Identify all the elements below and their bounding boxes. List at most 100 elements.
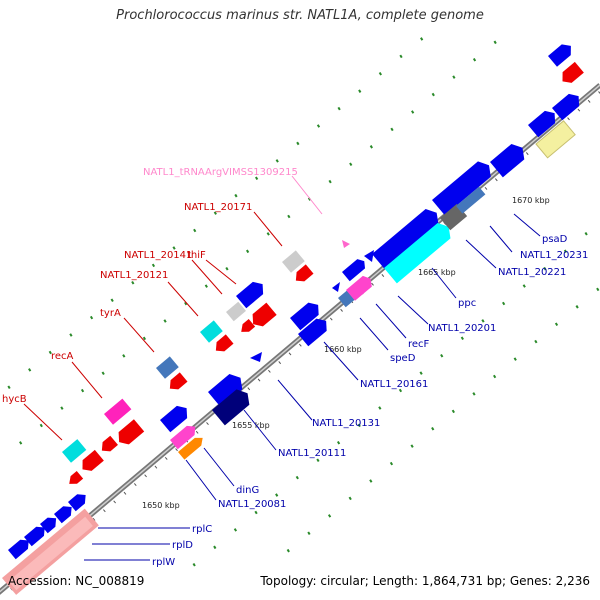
- feature-hycB[interactable]: [62, 439, 104, 488]
- guide-dot: [254, 176, 259, 181]
- backbone-tick: [381, 274, 385, 277]
- guide-dot: [225, 266, 229, 271]
- feature-rplW[interactable]: [2, 508, 99, 595]
- guide-dot: [275, 493, 279, 497]
- guide-dot: [316, 458, 320, 462]
- label-n20131: NATL1_20131: [312, 418, 380, 429]
- guide-dot: [389, 461, 394, 466]
- guide-dot: [296, 141, 300, 146]
- kbp-label-1665: 1665 kbp: [418, 268, 456, 277]
- guide-dot: [378, 72, 382, 76]
- feature-n20161[interactable]: [290, 299, 331, 347]
- feature-n20221[interactable]: [432, 158, 495, 231]
- guide-dot: [410, 444, 414, 448]
- backbone-tick: [144, 474, 147, 478]
- guide-dot: [275, 159, 279, 163]
- guide-dot: [575, 305, 579, 309]
- feature-n20171[interactable]: [282, 250, 314, 285]
- guide-dot: [7, 385, 11, 390]
- guide-dot: [172, 246, 176, 250]
- label-rplD: rplD: [172, 540, 193, 551]
- guide-dot: [451, 409, 455, 414]
- label-n20111: NATL1_20111: [278, 448, 346, 459]
- guide-dot: [337, 106, 341, 111]
- label-tyrA: tyrA: [100, 308, 121, 319]
- feature-n20141[interactable]: [226, 301, 256, 336]
- guide-dot: [122, 354, 126, 358]
- guide-dot: [328, 179, 332, 184]
- guide-dot: [563, 249, 568, 253]
- guide-dot: [431, 426, 435, 431]
- guide-dot: [316, 124, 321, 128]
- guide-dot: [543, 266, 547, 271]
- guide-dot: [534, 339, 538, 344]
- guide-dot: [554, 322, 559, 327]
- backbone-tick: [154, 465, 158, 469]
- backbone-tick: [206, 422, 209, 426]
- label-hycB: hycB: [2, 394, 27, 405]
- guide-dot: [101, 371, 105, 376]
- guide-dot: [151, 263, 156, 268]
- guide-dot: [295, 475, 299, 480]
- feature-top-right[interactable]: [548, 41, 584, 87]
- guide-dot: [472, 57, 477, 62]
- guide-dot: [411, 110, 415, 114]
- backbone-tick: [587, 99, 591, 103]
- map-title: Prochlorococcus marinus str. NATL1A, com…: [116, 8, 484, 23]
- label-ppc: ppc: [458, 298, 476, 309]
- label-recA: recA: [51, 351, 74, 362]
- guide-dot: [493, 40, 497, 45]
- feature-n20131[interactable]: [250, 352, 262, 362]
- guide-dot: [48, 350, 52, 355]
- backbone-tick: [340, 308, 343, 312]
- feature-thiF[interactable]: [236, 278, 277, 330]
- backbone-tick: [484, 186, 488, 190]
- feature-n20121[interactable]: [200, 320, 234, 355]
- backbone-tick: [113, 500, 117, 504]
- feature-psaD[interactable]: [490, 90, 584, 178]
- guide-dot: [192, 562, 196, 567]
- backbone-tick: [577, 108, 581, 112]
- backbone-tick: [278, 361, 282, 365]
- feature-recA[interactable]: [98, 398, 145, 456]
- forward-strand-features[interactable]: [2, 90, 584, 595]
- guide-dot: [513, 357, 517, 361]
- guide-dot: [89, 315, 94, 320]
- guide-dot: [110, 298, 114, 302]
- gene-labels-lower: psaD NATL1_20231 NATL1_20221 ppc NATL1_2…: [152, 234, 588, 568]
- feature-tyrA[interactable]: [156, 356, 188, 393]
- label-n20121: NATL1_20121: [100, 270, 168, 281]
- leader-lines-upper: [23, 175, 323, 441]
- guide-dot: [420, 37, 424, 41]
- guide-dot: [452, 75, 456, 79]
- feature-n20081[interactable]: [160, 402, 206, 460]
- label-psaD: psaD: [542, 234, 568, 245]
- backbone-tick: [195, 430, 199, 434]
- feature-n20111[interactable]: [208, 370, 254, 426]
- reverse-strand-features[interactable]: [62, 41, 584, 488]
- kbp-label-1670: 1670 kbp: [512, 196, 550, 205]
- guide-dot: [287, 214, 291, 219]
- guide-dot: [28, 368, 32, 372]
- guide-dot: [213, 545, 217, 550]
- accession-text: Accession: NC_008819: [8, 574, 145, 588]
- backbone-tick: [567, 117, 570, 121]
- guide-dot: [142, 336, 147, 341]
- guide-dot: [336, 441, 341, 445]
- feature-rpl-cluster[interactable]: [8, 490, 90, 560]
- guide-dot: [286, 548, 290, 553]
- guide-dot: [369, 479, 373, 483]
- feature-speD-recF[interactable]: [332, 257, 375, 308]
- guide-dot: [39, 423, 43, 428]
- feature-trna-arg[interactable]: [342, 240, 350, 248]
- guide-dot: [522, 284, 526, 288]
- guide-dot: [369, 145, 373, 149]
- backbone-tick: [494, 178, 498, 182]
- backbone-tick: [525, 152, 529, 156]
- guide-dot: [193, 228, 197, 233]
- guide-dot: [204, 284, 208, 288]
- label-speD: speD: [390, 353, 416, 364]
- feature-ppc[interactable]: [364, 205, 455, 284]
- guide-dot: [584, 232, 588, 236]
